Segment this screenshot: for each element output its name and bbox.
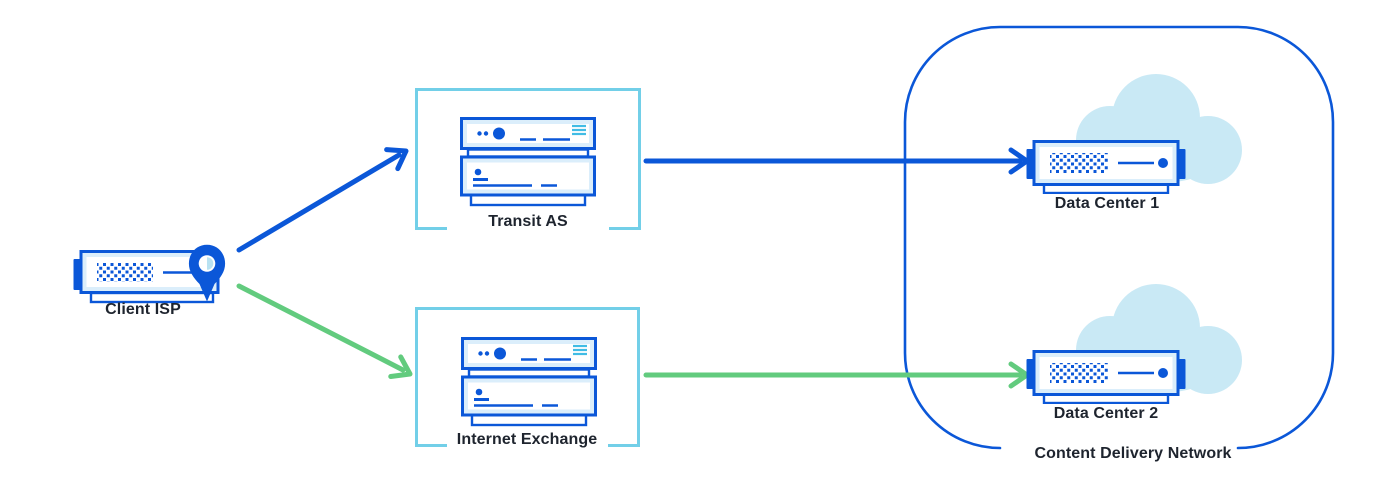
transit-as-frame	[415, 88, 641, 230]
arrow-client-to-ix	[236, 283, 413, 380]
cdn-boundary	[903, 25, 1335, 450]
transit-as-label: Transit AS	[488, 213, 568, 230]
arrow-transit-to-dc1	[643, 147, 1030, 175]
arrow-client-to-transit	[236, 147, 409, 253]
data-center-1-label: Data Center 1	[1054, 195, 1160, 212]
internet-exchange-frame	[415, 307, 640, 447]
data-center-2-label: Data Center 2	[1053, 405, 1159, 422]
location-pin-icon	[188, 244, 226, 304]
cdn-label: Content Delivery Network	[1034, 445, 1232, 462]
arrow-ix-to-dc2	[643, 361, 1030, 389]
client-isp-label: Client ISP	[105, 301, 181, 318]
data-center-1-server-icon	[1026, 140, 1186, 194]
internet-exchange-label: Internet Exchange	[456, 431, 598, 448]
transit-as-server-icon	[460, 117, 596, 207]
data-center-2-server-icon	[1026, 350, 1186, 404]
internet-exchange-server-icon	[461, 337, 597, 427]
